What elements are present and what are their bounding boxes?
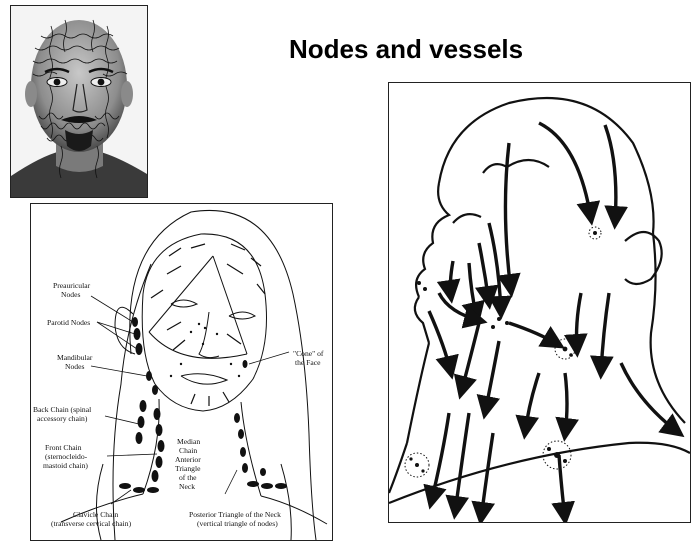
label-preauricular-nodes: Preauricular — [53, 281, 91, 290]
label-median-chain-5: of the — [179, 473, 197, 482]
lymph-node-diagram: Preauricular Nodes Parotid Nodes Mandibu… — [31, 204, 332, 540]
label-clavicle-chain: Clavicle Chain — [73, 510, 119, 519]
label-back-chain-2: accessory chain) — [37, 414, 88, 423]
label-front-chain-2: (sternocleido- — [45, 452, 88, 461]
lymph-node-diagram-panel: Preauricular Nodes Parotid Nodes Mandibu… — [30, 203, 333, 541]
label-mandibular-nodes: Mandibular — [57, 353, 93, 362]
label-median-chain-6: Neck — [179, 482, 195, 491]
label-median-chain: Median — [177, 437, 200, 446]
label-front-chain-3: mastoid chain) — [43, 461, 88, 470]
label-cone-of-face-2: the Face — [295, 358, 321, 367]
label-posterior-triangle-2: (vertical triangle of nodes) — [197, 519, 278, 528]
label-preauricular-nodes-2: Nodes — [61, 290, 80, 299]
drainage-arrows-illustration — [389, 83, 690, 522]
label-clavicle-chain-2: (transverse cervical chain) — [51, 519, 132, 528]
label-back-chain: Back Chain (spinal — [33, 405, 91, 414]
label-median-chain-3: Anterior — [175, 455, 201, 464]
label-mandibular-nodes-2: Nodes — [65, 362, 84, 371]
face-photo-panel — [10, 5, 148, 198]
label-front-chain: Front Chain — [45, 443, 82, 452]
label-parotid-nodes: Parotid Nodes — [47, 318, 90, 327]
label-posterior-triangle: Posterior Triangle of the Neck — [189, 510, 281, 519]
label-median-chain-4: Triangle — [175, 464, 201, 473]
label-cone-of-face: "Cone" of — [293, 349, 324, 358]
drainage-arrows-panel — [388, 82, 691, 523]
face-photo-illustration — [11, 6, 147, 197]
slide-title: Nodes and vessels — [289, 34, 523, 65]
label-median-chain-2: Chain — [179, 446, 197, 455]
